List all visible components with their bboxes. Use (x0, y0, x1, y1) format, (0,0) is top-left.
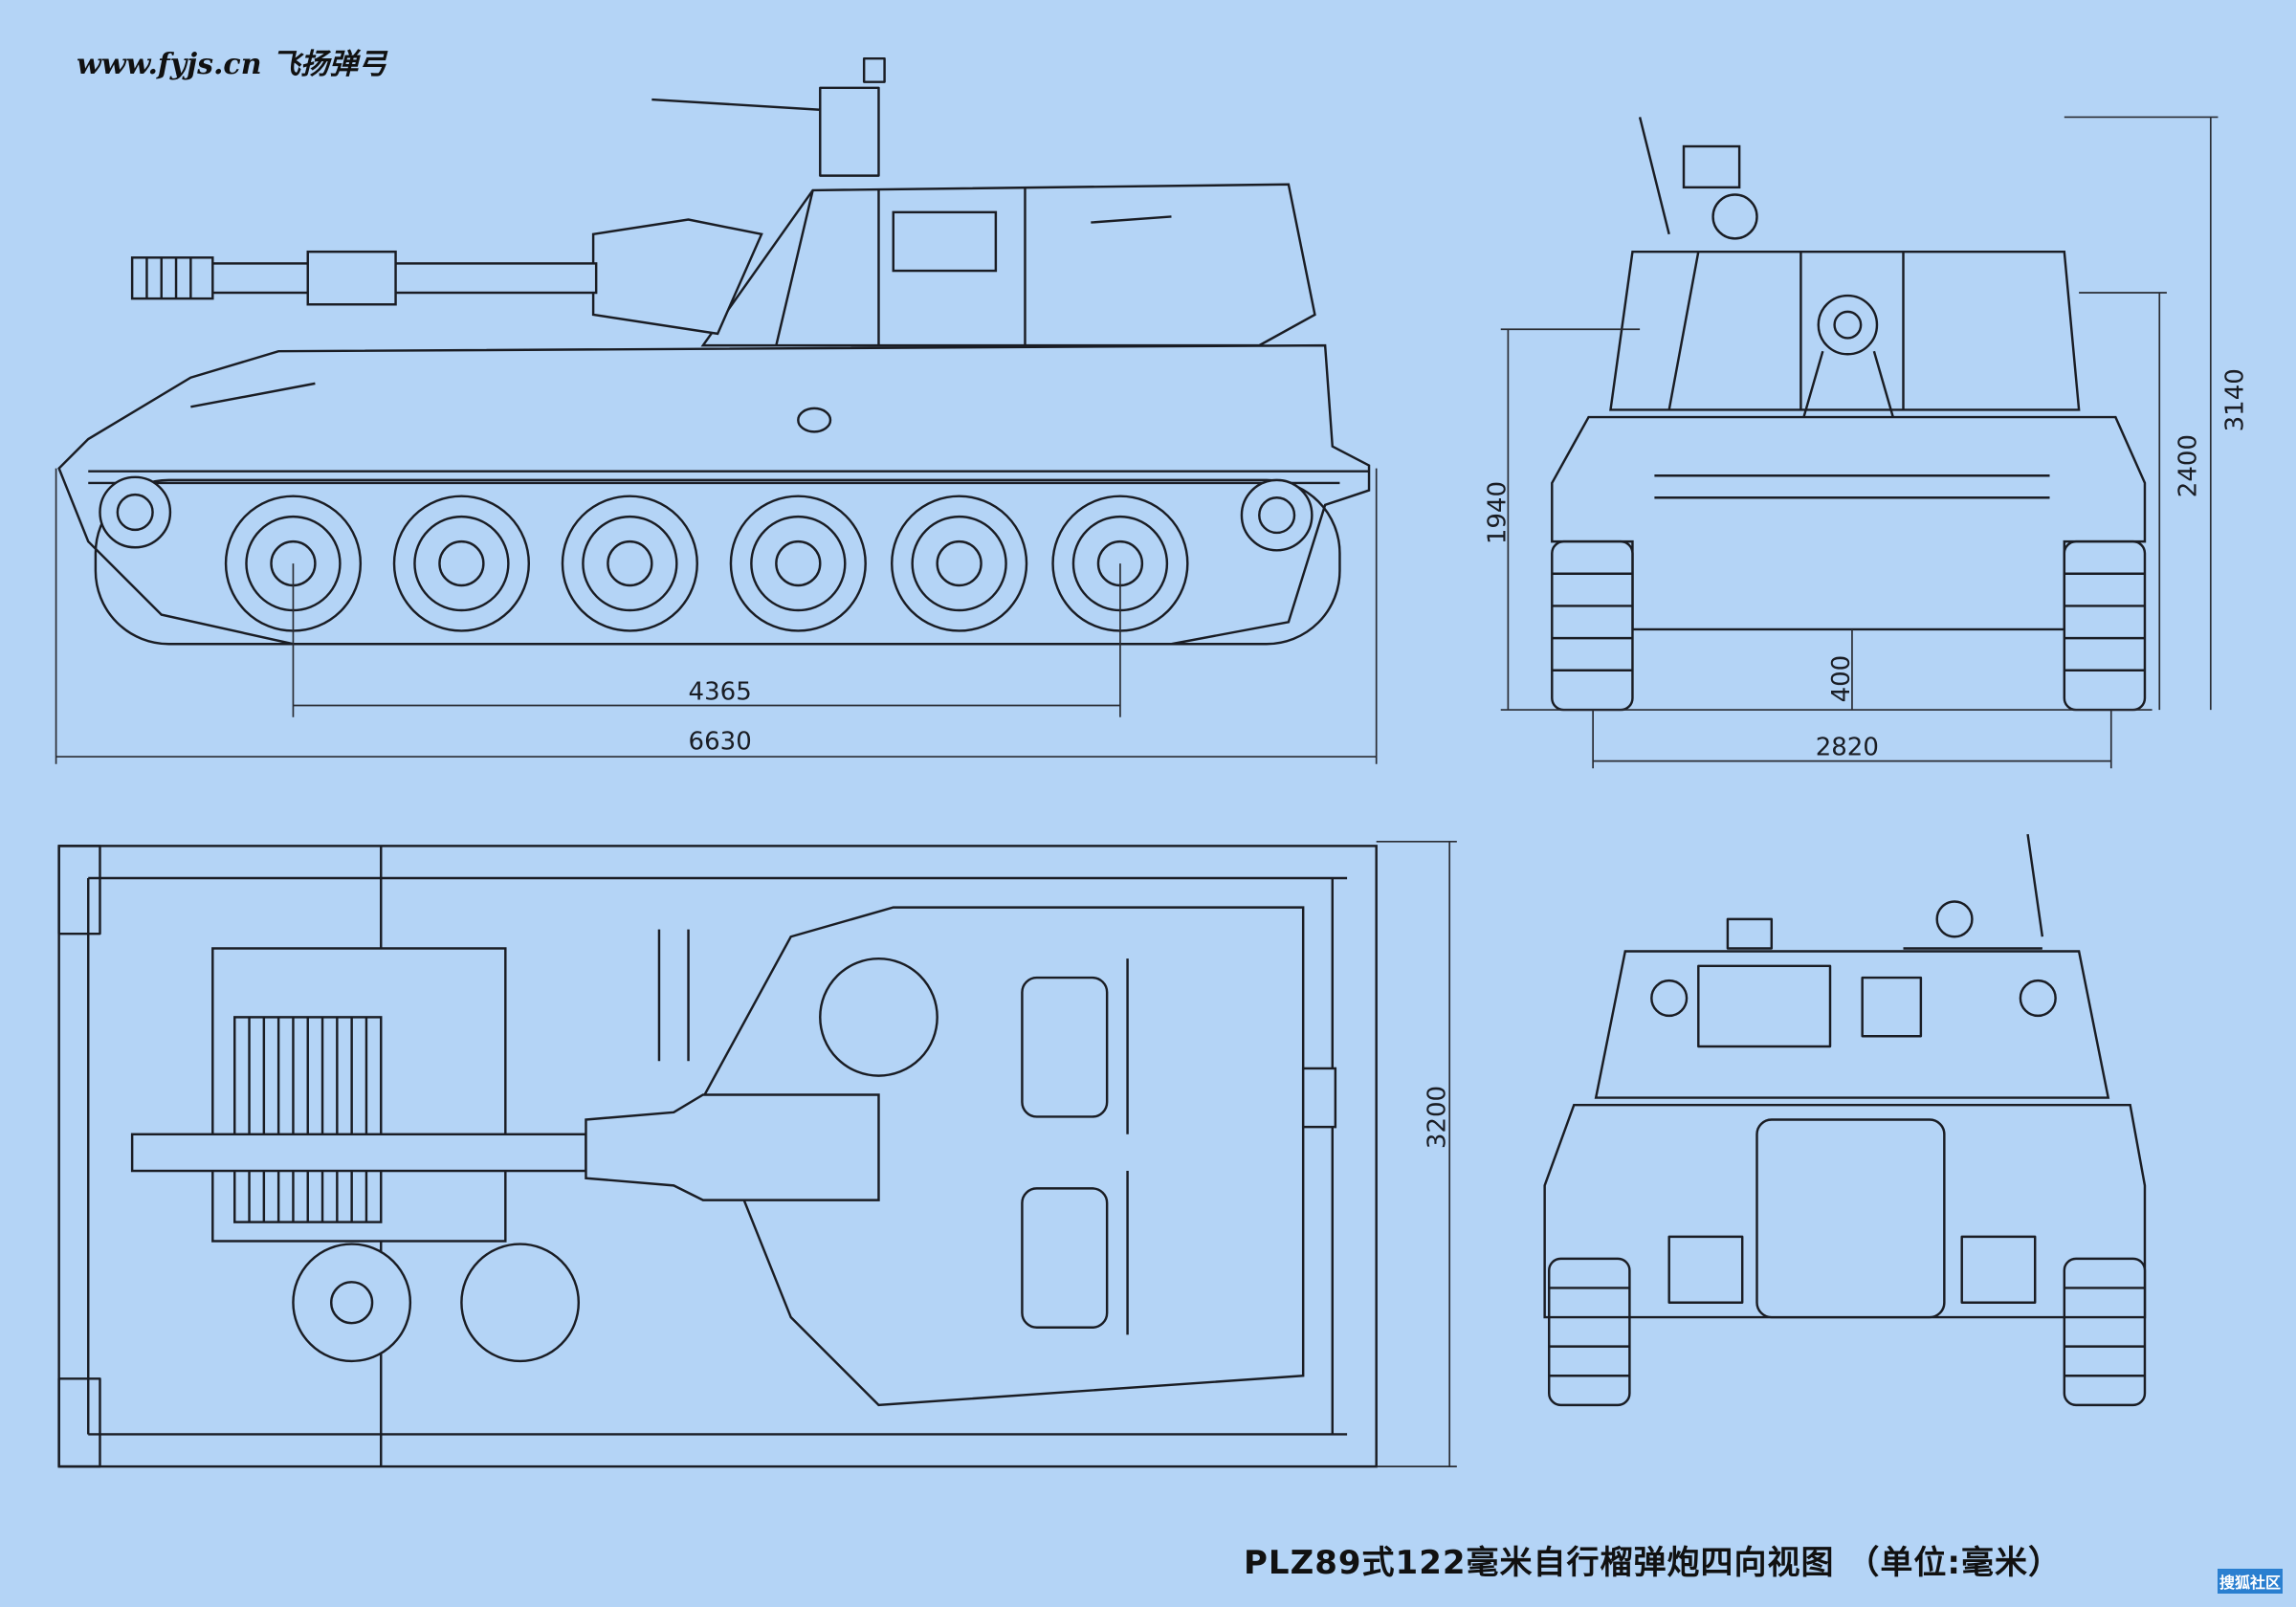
watermark-badge: 搜狐社区 (2218, 1569, 2284, 1594)
dim-length: 6630 (689, 727, 752, 756)
side-dimensions (55, 468, 1378, 764)
dim-total-height: 3140 (2220, 368, 2249, 431)
dim-wheelbase: 4365 (689, 677, 752, 706)
dim-hull-height: 1940 (1483, 481, 1512, 544)
dim-height-2400: 2400 (2175, 434, 2203, 497)
front-dimensions (1500, 116, 2219, 769)
dim-clearance: 400 (1827, 655, 1856, 703)
top-dimensions (1376, 840, 1457, 1467)
watermark-text: 搜狐社区 (2218, 1569, 2284, 1594)
side-view (57, 56, 1371, 646)
drawing-title: PLZ89式122毫米自行榴弹炮四向视图 （单位:毫米） (1244, 1544, 2062, 1582)
dim-front-width: 2820 (1816, 734, 1879, 762)
rear-view (1543, 833, 2147, 1407)
dim-top-width: 3200 (1424, 1086, 1452, 1149)
road-wheels (99, 475, 1314, 632)
front-view (1551, 117, 2147, 712)
top-view (57, 845, 1378, 1468)
site-header: www.fyjs.cn 飞扬弹弓 (77, 48, 386, 81)
